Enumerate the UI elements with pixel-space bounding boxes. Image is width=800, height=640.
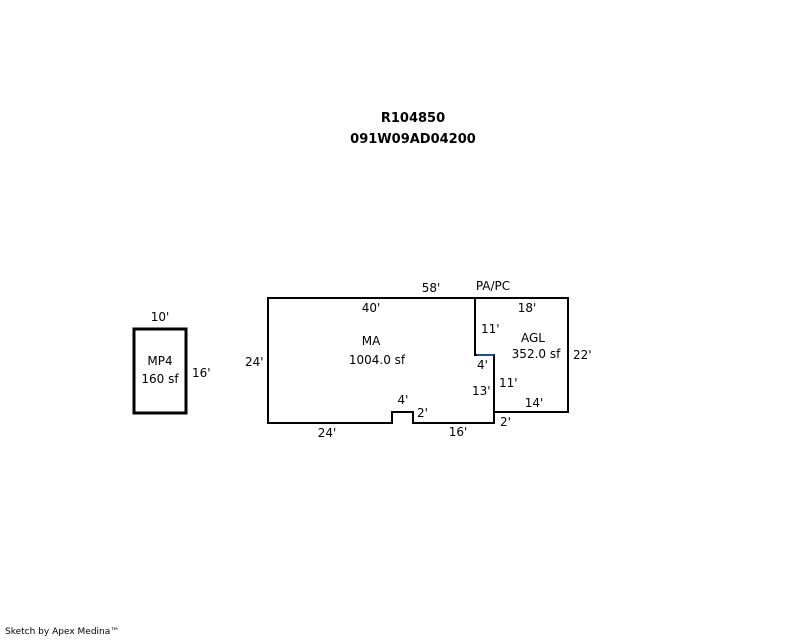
dim-agl-right: 22' <box>573 348 592 362</box>
dim-ma-top-inner: 40' <box>362 301 381 315</box>
mp4-size: 160 sf <box>141 372 179 386</box>
ma-size: 1004.0 sf <box>349 353 406 367</box>
dim-notch-right: 2' <box>417 406 428 420</box>
dim-mp4-top: 10' <box>151 310 170 324</box>
dim-ma-left: 24' <box>245 355 264 369</box>
sketch-header: R104850 091W09AD04200 <box>0 108 800 150</box>
dim-notch-top: 4' <box>398 393 409 407</box>
dim-agl-top: 18' <box>518 301 537 315</box>
mp4-code: MP4 <box>147 354 172 368</box>
agl-size: 352.0 sf <box>512 347 561 361</box>
agl-code: AGL <box>521 331 545 345</box>
porch-label: PA/PC <box>476 279 510 293</box>
dim-ma-bottom-right: 16' <box>449 425 468 439</box>
parcel-id: R104850 <box>380 111 446 126</box>
dim-agl-left-lower: 11' <box>499 376 518 390</box>
sketch-credit: Sketch by Apex Medina™ <box>5 627 120 637</box>
dim-ma-bottom-left: 24' <box>318 426 337 440</box>
dim-agl-corner: 2' <box>500 415 511 429</box>
map-number: 091W09AD04200 <box>350 132 476 147</box>
ma-code: MA <box>362 334 381 348</box>
ma-outline <box>267 297 495 424</box>
dim-agl-left-upper: 11' <box>481 322 500 336</box>
agl-outline <box>475 297 569 413</box>
dim-ma-right-lower: 13' <box>472 384 491 398</box>
mp4-outline <box>132 327 188 415</box>
dim-agl-step: 4' <box>477 358 488 372</box>
dim-mp4-right: 16' <box>192 366 211 380</box>
dim-agl-bottom: 14' <box>525 396 544 410</box>
dim-ma-top-total: 58' <box>422 281 441 295</box>
